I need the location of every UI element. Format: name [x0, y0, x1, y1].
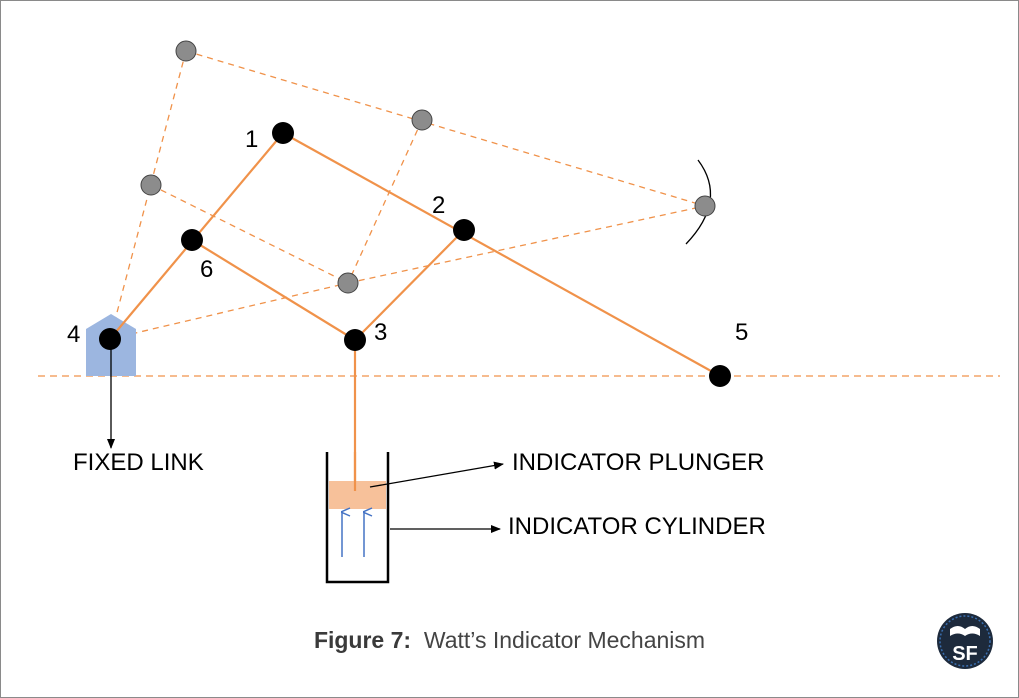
sf-logo: SF [937, 613, 993, 669]
joint-6 [181, 229, 203, 251]
indicator-cylinder [325, 452, 390, 584]
label-3: 3 [374, 319, 387, 346]
ghost-joint [175, 40, 197, 62]
label-5: 5 [735, 319, 748, 346]
joint-4 [99, 328, 121, 350]
label-1: 1 [245, 126, 258, 153]
fixed-link-label: FIXED LINK [73, 449, 204, 476]
joint-1 [272, 122, 294, 144]
plunger-pointer [369, 461, 504, 488]
figure-title: Watt’s Indicator Mechanism [423, 627, 706, 653]
label-2: 2 [432, 192, 445, 219]
ghost-joint [337, 272, 359, 294]
indicator-plunger-label: INDICATOR PLUNGER [512, 449, 764, 476]
logo-text: SF [952, 643, 978, 665]
displaced-linkage [109, 50, 706, 340]
ghost-joints [140, 40, 716, 294]
joint-3 [344, 329, 366, 351]
joint-5 [709, 365, 731, 387]
ghost-joint [140, 174, 162, 196]
ghost-joint [411, 109, 433, 131]
figure-caption: Figure 7: Watt’s Indicator Mechanism [0, 627, 1019, 654]
label-4: 4 [67, 321, 80, 348]
main-linkage [109, 132, 721, 490]
label-6: 6 [200, 256, 213, 283]
indicator-cylinder-label: INDICATOR CYLINDER [508, 513, 766, 540]
ghost-joint [694, 195, 716, 217]
joint-2 [453, 219, 475, 241]
figure-number: Figure 7: [313, 627, 412, 653]
